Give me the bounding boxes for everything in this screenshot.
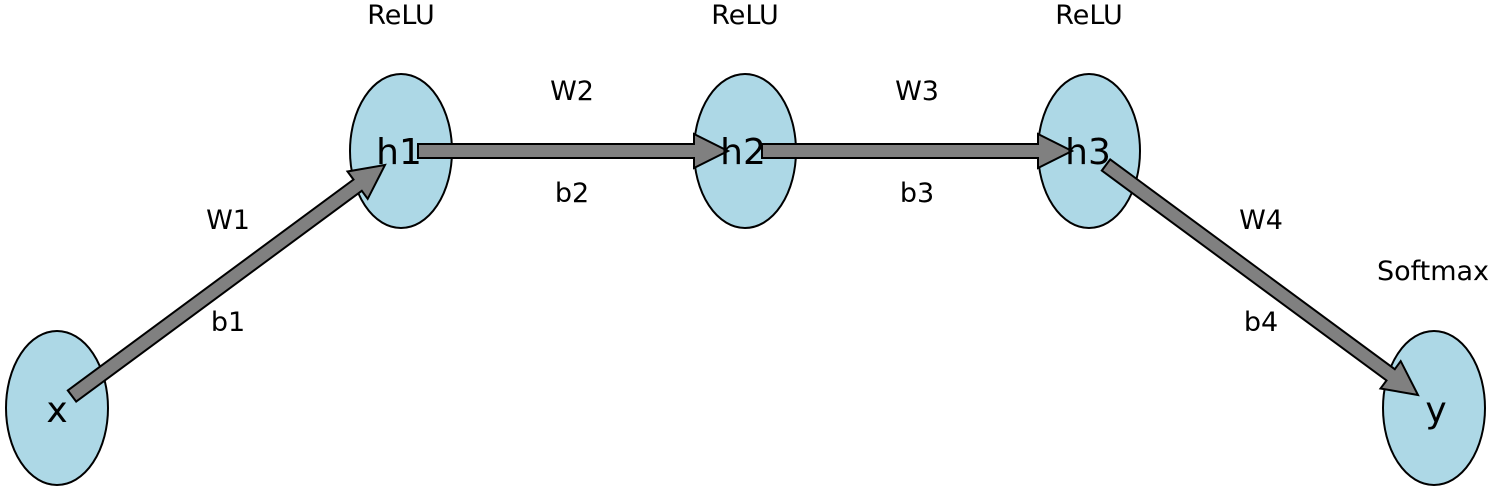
node-y (1382, 330, 1486, 486)
bias-label-1: b1 (211, 307, 245, 338)
node-x (5, 330, 109, 486)
activation-label-y: Softmax (1377, 256, 1489, 287)
weight-label-4: W4 (1239, 205, 1283, 236)
weight-label-3: W3 (895, 76, 939, 107)
node-label-y: y (1425, 390, 1446, 431)
arrow-h1-to-h2 (417, 132, 731, 170)
bias-label-2: b2 (555, 178, 589, 209)
bias-label-4: b4 (1244, 307, 1278, 338)
arrow-x-to-h1 (66, 163, 387, 403)
activation-label-h3: ReLU (1055, 0, 1123, 31)
bias-label-3: b3 (900, 178, 934, 209)
arrow-h3-to-y (1100, 158, 1420, 397)
activation-labels: ReLU ReLU ReLU Softmax (367, 0, 1489, 287)
node-label-x: x (46, 390, 67, 431)
weight-label-2: W2 (550, 76, 594, 107)
node-labels: x h1 h2 h3 y (46, 132, 1446, 431)
nodes-layer (5, 73, 1486, 486)
activation-label-h1: ReLU (367, 0, 435, 31)
weight-label-1: W1 (206, 205, 250, 236)
activation-label-h2: ReLU (711, 0, 779, 31)
node-label-h2: h2 (720, 132, 766, 173)
node-label-h3: h3 (1065, 132, 1111, 173)
edge-labels: W1 b1 W2 b2 W3 b3 W4 b4 (206, 76, 1283, 338)
node-label-h1: h1 (376, 132, 422, 173)
arrows-layer (66, 132, 1420, 403)
arrow-h2-to-h3 (761, 132, 1075, 170)
